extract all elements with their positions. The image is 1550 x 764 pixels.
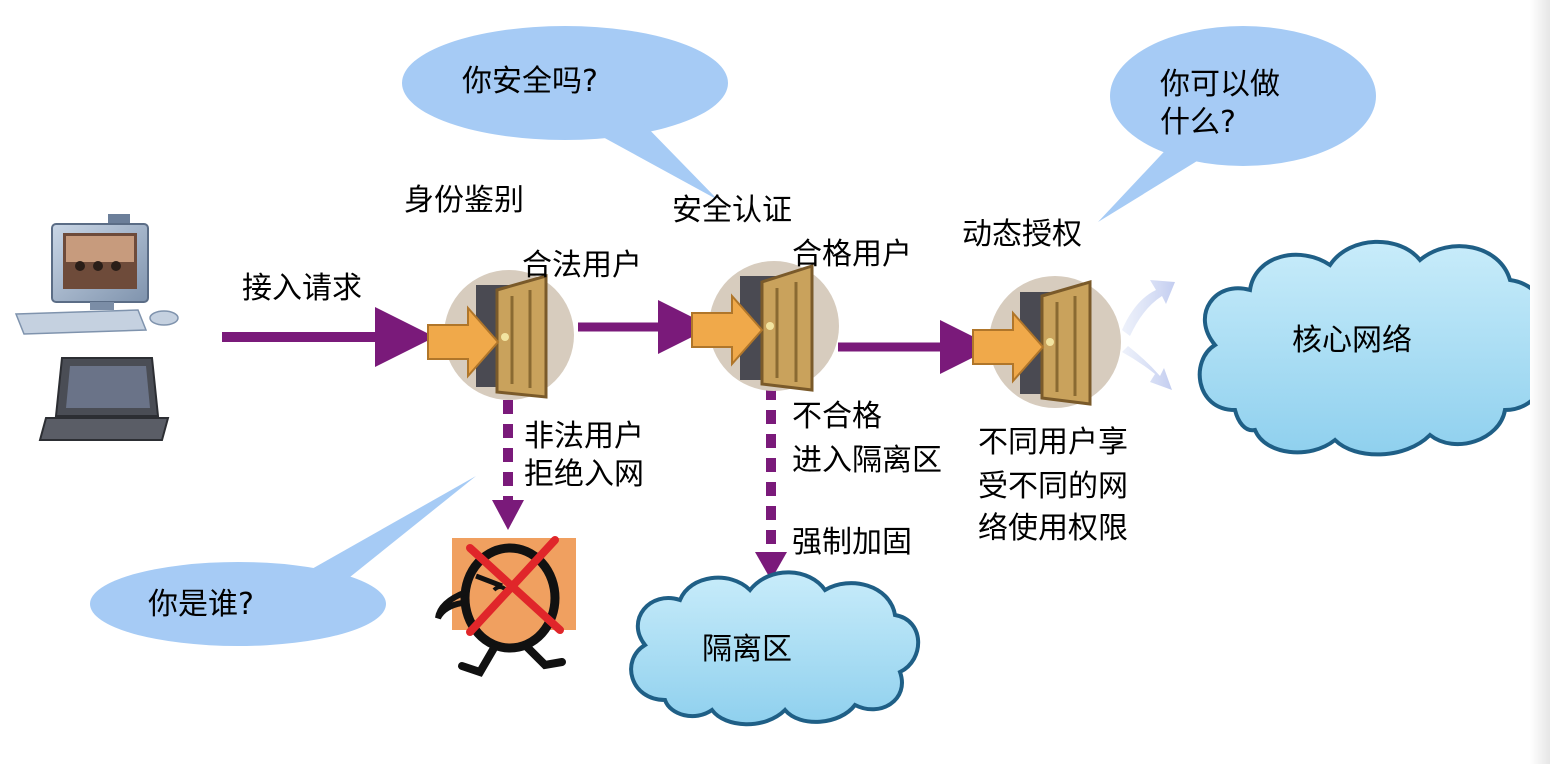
flow-arrows	[222, 300, 994, 580]
access-request-label: 接入请求	[242, 271, 362, 306]
bubble-safe	[402, 26, 728, 200]
permissions-line3: 络使用权限	[978, 511, 1128, 546]
enter-quarantine-label: 进入隔离区	[792, 443, 942, 478]
arrow-unqualified-head	[755, 552, 787, 580]
branch-arrows	[1122, 280, 1175, 390]
permissions-line2: 受不同的网	[978, 469, 1128, 504]
arrow-illegal-user-head	[492, 500, 524, 530]
bubble-what-can-do-line1: 你可以做	[1160, 67, 1280, 102]
door-security-icon	[691, 261, 839, 392]
door-authorization-icon	[972, 276, 1121, 408]
core-network-label: 核心网络	[1292, 323, 1412, 358]
bubble-who-text: 你是谁?	[148, 587, 254, 622]
door-identity-icon	[427, 270, 574, 400]
qualified-user-label: 合格用户	[792, 237, 912, 272]
bubble-safe-text: 你安全吗?	[462, 64, 598, 99]
laptop-icon	[38, 357, 170, 441]
right-edge-shadow	[1530, 0, 1550, 764]
illegal-user-label: 非法用户	[524, 419, 644, 454]
bubble-what-can-do	[1098, 26, 1376, 222]
stage-identity-label: 身份鉴别	[404, 183, 524, 218]
cloud-quarantine	[629, 570, 921, 727]
force-reinforce-label: 强制加固	[792, 525, 912, 560]
unqualified-label: 不合格	[792, 399, 882, 434]
stage-authorization-label: 动态授权	[962, 217, 1082, 252]
rejected-person-icon	[435, 536, 576, 677]
legal-user-label: 合法用户	[522, 248, 642, 283]
permissions-line1: 不同用户享	[978, 425, 1128, 460]
bubble-who	[90, 476, 476, 646]
stage-security-label: 安全认证	[672, 193, 792, 228]
bubble-what-can-do-line2: 什么?	[1160, 105, 1236, 140]
quarantine-cloud-label: 隔离区	[702, 632, 792, 667]
desktop-computer-icon	[14, 214, 179, 335]
reject-network-label: 拒绝入网	[524, 457, 644, 492]
